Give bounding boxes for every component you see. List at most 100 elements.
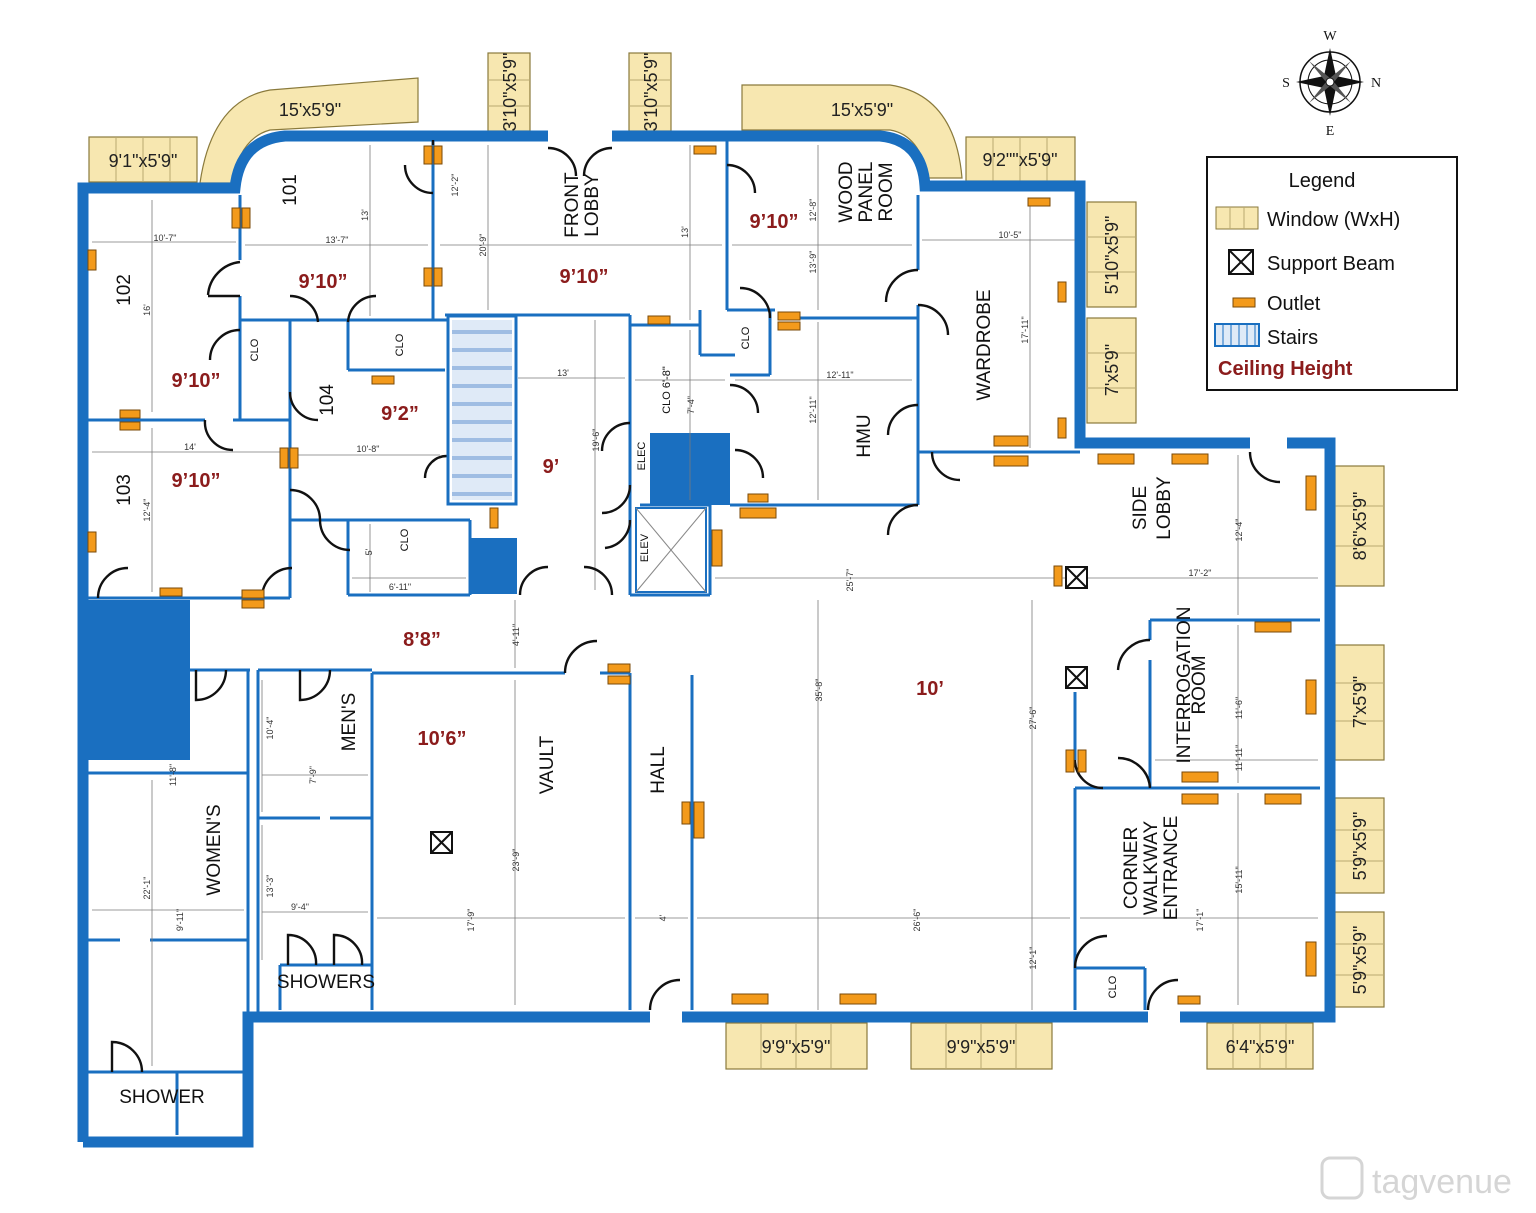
dimension-label: 13': [360, 209, 370, 221]
dimension-label: 12'-8": [808, 199, 818, 222]
support-beam-icon: [430, 831, 453, 854]
compass-rose: W S N E: [1282, 29, 1381, 139]
window-label: 5'9"x5'9": [1350, 812, 1370, 881]
elec-label: ELEC: [636, 442, 648, 471]
closet-label: CLO: [394, 333, 406, 356]
window-8-6: [1334, 465, 1385, 587]
dimension-label: 4': [658, 914, 668, 921]
dimension-label: 17'-1": [1195, 909, 1205, 932]
window-label: 9'9"x5'9": [762, 1037, 831, 1057]
legend-beam: Support Beam: [1267, 253, 1395, 275]
window-label: 15'x5'9": [279, 100, 341, 120]
dimension-label: 11'-8": [168, 764, 178, 786]
dimension-label: 10'-4": [265, 717, 275, 740]
support-beam-icon: [1228, 249, 1254, 275]
shower-label: SHOWER: [119, 1087, 205, 1108]
dimension-label: 22'-1": [142, 877, 152, 900]
ceiling-101: 9’10”: [299, 271, 348, 293]
window-labels: 9'1"x5'9" 15'x5'9" 3'10"x5'9" 3'10"x5'9"…: [109, 53, 1370, 1057]
wood-panel-label-3: ROOM: [876, 162, 897, 221]
dimension-label: 7'-9": [308, 766, 318, 784]
womens-label: WOMEN'S: [204, 804, 225, 895]
dimension-label: 10'-7": [154, 233, 177, 243]
front-lobby-label-1: FRONT: [562, 172, 583, 238]
window-label: 5'9"x5'9": [1350, 926, 1370, 995]
vault-label: VAULT: [537, 735, 558, 794]
dimension-label: 17'-2": [1189, 568, 1212, 578]
dimension-label: 7'-4": [686, 396, 696, 414]
ceiling-wood-panel: 9’10”: [750, 211, 799, 233]
dimension-label: 14': [184, 442, 196, 452]
dimension-label: 13': [680, 226, 690, 238]
closet-label: CLO: [399, 528, 411, 551]
closet-label: CLO: [740, 326, 752, 349]
dimension-label: 5': [364, 548, 374, 555]
room-103-label: 103: [114, 474, 135, 506]
dimension-label: 4'-11": [511, 624, 521, 646]
dimension-label: 13'-3": [265, 875, 275, 898]
wood-panel-label-2: PANEL: [856, 162, 877, 223]
window-7-b: [1334, 644, 1385, 761]
dimension-label: 20'-9": [478, 234, 488, 257]
dimension-label: 16': [142, 304, 152, 316]
legend-window: Window (WxH): [1267, 209, 1400, 231]
dimension-label: 13'-9": [808, 251, 818, 274]
compass-s: S: [1282, 76, 1290, 91]
window-label: 15'x5'9": [831, 100, 893, 120]
room-102-label: 102: [114, 274, 135, 306]
legend-outlet: Outlet: [1267, 293, 1321, 315]
dimension-label: 10'-8": [357, 444, 380, 454]
compass-w: W: [1323, 29, 1337, 44]
window-3-10-left: [487, 52, 531, 132]
dimension-label: 13'-7": [326, 235, 349, 245]
dimension-lines: [92, 145, 1318, 1066]
dimension-label: 13': [557, 368, 569, 378]
dimension-label: 27'-6": [1028, 707, 1038, 730]
dimension-label: 25'-7": [845, 569, 855, 592]
room-101-label: 101: [280, 174, 301, 206]
legend-stairs: Stairs: [1267, 327, 1318, 349]
ceiling-stairs-area: 9’: [543, 456, 560, 478]
dimension-label: 12'-4": [142, 499, 152, 522]
window-9-2: [965, 136, 1076, 182]
ceiling-front-lobby: 9’10”: [560, 266, 609, 288]
legend: Legend Window (WxH) Support Beam Outlet …: [1206, 156, 1458, 391]
window-swatch-icon: [1215, 206, 1259, 230]
interior-walls: [88, 140, 1320, 1135]
showers-label: SHOWERS: [277, 972, 375, 993]
dimension-label: 15'-11": [1234, 866, 1244, 893]
window-label: 7'x5'9": [1350, 676, 1370, 728]
window-label: 8'6"x5'9": [1350, 492, 1370, 561]
ceiling-corridor: 8’8”: [403, 629, 441, 651]
interrogation-label-2: ROOM: [1189, 655, 1210, 714]
window-7-a: [1086, 317, 1137, 424]
windows: [88, 52, 1385, 1070]
window-label: 9'2""x5'9": [982, 150, 1057, 170]
dimension-label: 9'-11": [175, 909, 185, 931]
dimension-label: 12'-2": [450, 174, 460, 197]
room-labels: 101 102 103 104 FRONT LOBBY WOOD PANEL R…: [114, 161, 1210, 1108]
dimension-label: 6'-11": [389, 582, 411, 592]
wardrobe-label: WARDROBE: [974, 289, 995, 400]
closet-label: CLO: [1107, 975, 1119, 998]
dimension-label: 9'-4": [291, 902, 309, 912]
side-lobby-label-2: LOBBY: [1154, 476, 1175, 540]
closet-label: CLO: [249, 338, 261, 361]
ceiling-main: 10’: [916, 678, 944, 700]
side-lobby-label-1: SIDE: [1130, 486, 1151, 530]
window-9-1: [88, 136, 198, 183]
solid-column-left: [88, 600, 190, 760]
ceiling-vault: 10’6”: [418, 728, 467, 750]
tagvenue-logo-icon: [1320, 1156, 1364, 1200]
window-9-9-b: [910, 1022, 1053, 1070]
stairs-swatch-icon: [1214, 323, 1260, 347]
window-label: 9'9"x5'9": [947, 1037, 1016, 1057]
legend-title: Legend: [1289, 170, 1356, 192]
dimension-label: 10'-5": [999, 230, 1022, 240]
watermark: tagvenue: [1320, 1156, 1512, 1201]
stairs: [446, 314, 518, 506]
ceiling-103: 9’10”: [172, 470, 221, 492]
window-3-10-right: [628, 52, 672, 132]
outer-walls: [77, 130, 1336, 1148]
dimension-label: 12'-11": [826, 370, 853, 380]
